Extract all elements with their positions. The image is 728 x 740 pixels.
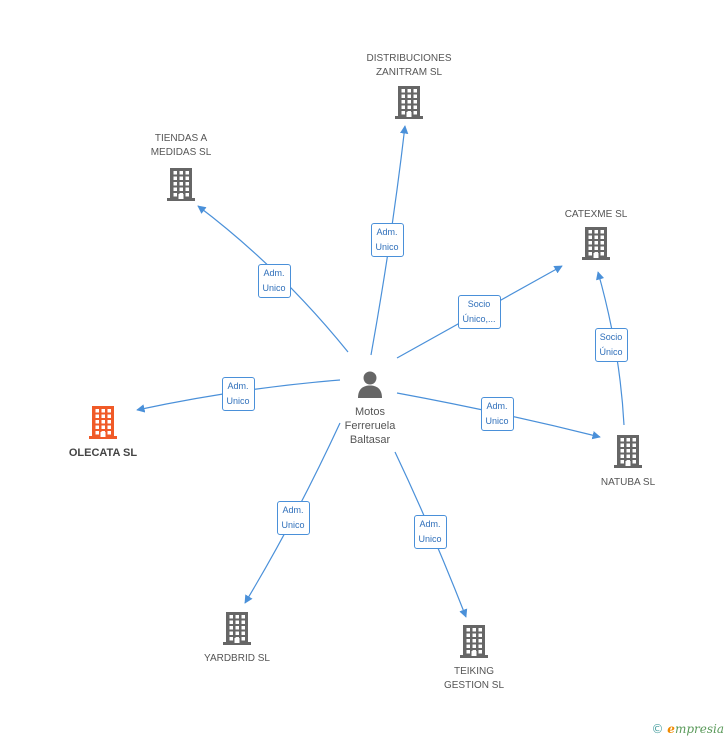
building-icon[interactable] [165,166,197,202]
edge-label-yardbrid[interactable]: Adm. Unico [276,501,310,535]
building-icon[interactable] [221,610,253,646]
building-icon[interactable] [580,225,612,261]
edge-label-natuba[interactable]: Adm. Unico [480,397,514,431]
company-label-line: OLECATA SL [68,447,138,459]
copyright-icon: © [651,722,664,736]
person-label-line: Ferreruela [344,420,396,432]
brand-footer[interactable]: © empresia [651,722,724,736]
edge-label-distribuciones[interactable]: Adm. Unico [370,223,404,257]
person-icon[interactable] [355,369,385,399]
building-icon[interactable] [612,433,644,469]
company-label-line: TEIKING [453,666,494,677]
company-label-tiendas[interactable]: TIENDAS A MEDIDAS SL [121,132,241,160]
company-label-yardbrid[interactable]: YARDBRID SL [177,652,297,666]
edge-label-teiking[interactable]: Adm. Unico [413,515,447,549]
person-label-line: Motos [355,406,385,418]
brand-initial: e [667,722,675,736]
company-label-line: ZANITRAM SL [375,67,443,78]
company-label-line: NATUBA SL [600,477,656,488]
company-label-natuba[interactable]: NATUBA SL [568,476,688,490]
person-label-line: Baltasar [349,434,391,446]
building-icon[interactable] [458,623,490,659]
company-label-line: YARDBRID SL [204,653,270,664]
company-label-catexme[interactable]: CATEXME SL [536,208,656,222]
company-label-line: GESTION SL [443,680,504,691]
company-label-line: TIENDAS A [154,133,208,144]
building-icon[interactable] [87,404,119,440]
company-label-line: MEDIDAS SL [150,147,212,158]
building-icon[interactable] [393,84,425,120]
edge-label-tiendas[interactable]: Adm. Unico [257,264,291,298]
company-label-olecata[interactable]: OLECATA SL [43,446,163,460]
company-label-line: DISTRIBUCIONES [366,53,452,64]
company-label-distribuciones[interactable]: DISTRIBUCIONES ZANITRAM SL [349,52,469,80]
brand-name: mpresia [674,722,724,736]
company-label-teiking[interactable]: TEIKING GESTION SL [414,665,534,693]
company-label-line: CATEXME SL [564,209,628,220]
edge-label-olecata[interactable]: Adm. Unico [221,377,255,411]
edge-label-catexme[interactable]: Socio Único [594,328,628,362]
edge-label-catexme[interactable]: Socio Único,... [457,295,501,329]
